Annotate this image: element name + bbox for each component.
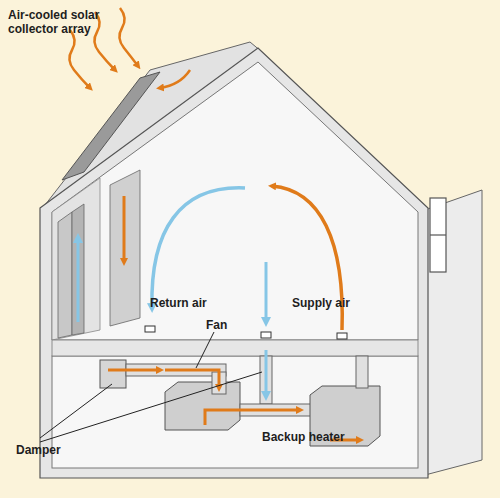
floor (52, 340, 418, 356)
part-label: Damper (16, 443, 86, 457)
collector-label: Air-cooled solar collector array (8, 8, 138, 36)
side-wall (425, 190, 482, 475)
upper-room (52, 62, 418, 340)
basement (52, 356, 418, 468)
air-label: Return air (150, 296, 230, 310)
window (430, 198, 446, 272)
leader-line (40, 384, 112, 438)
leader-line (196, 332, 214, 368)
air-label: Supply air (292, 296, 372, 310)
fan-box (165, 382, 240, 430)
part-label: Backup heater (262, 430, 362, 444)
leader-line (40, 372, 262, 442)
damper-box (100, 360, 126, 388)
house-section (40, 48, 428, 478)
part-label: Fan (206, 318, 246, 332)
